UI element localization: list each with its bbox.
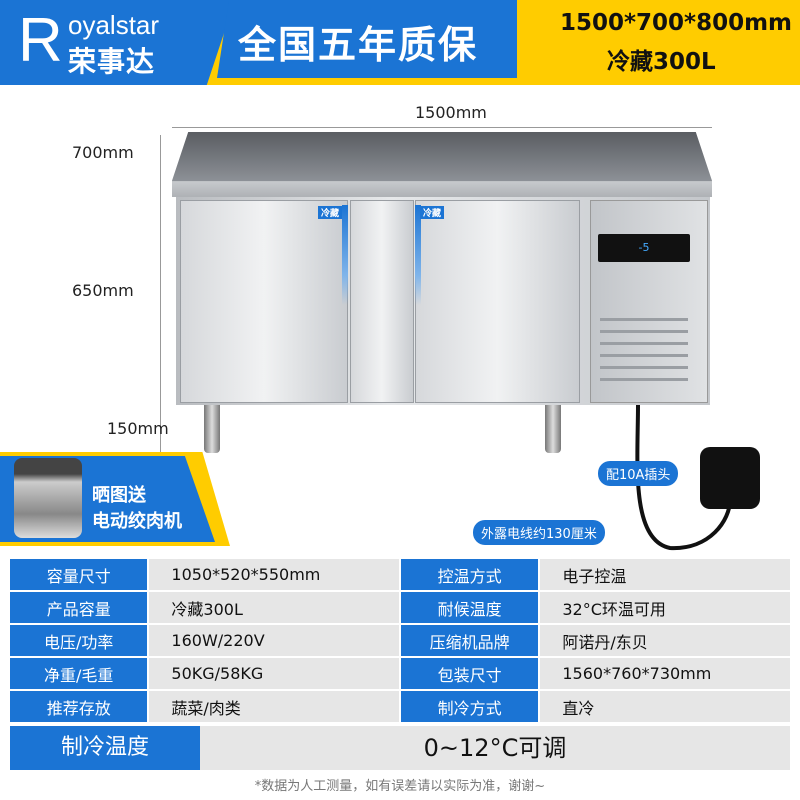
spec-label: 产品容量 (10, 592, 148, 623)
spec-label: 净重/毛重 (10, 658, 148, 689)
logo-en: oyalstar (68, 10, 160, 40)
spec-label: 推荐存放 (10, 691, 148, 722)
door-tag: 冷藏 (420, 206, 445, 219)
width-dimension-line (172, 127, 712, 128)
gift-line1: 晒图送 (92, 485, 146, 506)
logo-area (0, 0, 235, 85)
footnote: *数据为人工测量，如有误差请以实际为准，谢谢~ (254, 779, 546, 794)
left-door (180, 200, 348, 403)
power-cable (635, 404, 732, 551)
vent (600, 318, 688, 321)
spec-row: 推荐存放蔬菜/肉类制冷方式直冷 (10, 691, 790, 722)
spec-value: 阿诺丹/东贝 (540, 625, 790, 656)
leg-height-label: 150mm (107, 419, 169, 438)
depth-label: 700mm (72, 143, 134, 162)
temp-value: 0~12°C可调 (423, 734, 567, 762)
spec-value: 冷藏300L (149, 592, 399, 623)
vent (600, 366, 688, 369)
vent (600, 354, 688, 357)
warranty-slogan: 全国五年质保 (238, 23, 479, 67)
spec-value: 1560*760*730mm (540, 658, 790, 689)
spec-value: 1050*520*550mm (149, 559, 399, 590)
spec-value: 直冷 (540, 691, 790, 722)
control-panel (590, 200, 708, 403)
slogan-area (217, 0, 517, 78)
door-stripe (415, 205, 421, 305)
spec-value: 电子控温 (540, 559, 790, 590)
spec-value: 蔬菜/肉类 (149, 691, 399, 722)
fridge-worktop (172, 132, 712, 197)
spec-label: 容量尺寸 (10, 559, 148, 590)
spec-label: 电压/功率 (10, 625, 148, 656)
plug-label: 配10A插头 (598, 461, 679, 486)
spec-value: 32°C环温可用 (540, 592, 790, 623)
body-height-label: 650mm (72, 281, 134, 300)
vent (600, 330, 688, 333)
temperature-display: -5 (598, 234, 690, 262)
cable-label: 外露电线约130厘米 (473, 520, 605, 545)
meat-grinder-image (14, 458, 82, 538)
size-spec: 1500*700*800mm (560, 10, 793, 36)
spec-label: 制冷方式 (401, 691, 539, 722)
right-door (415, 200, 580, 403)
vent (600, 342, 688, 345)
logo-letter: R (18, 6, 63, 75)
door-tag: 冷藏 (318, 206, 343, 219)
spec-label: 控温方式 (401, 559, 539, 590)
spec-label: 包装尺寸 (401, 658, 539, 689)
leg (545, 405, 561, 453)
gift-line2: 电动绞肉机 (92, 511, 182, 532)
plug-socket-icon (700, 447, 760, 509)
height-dimension-line (160, 135, 161, 455)
spec-value: 160W/220V (149, 625, 399, 656)
spec-label: 压缩机品牌 (401, 625, 539, 656)
middle-panel (350, 200, 414, 403)
spec-label: 耐候温度 (401, 592, 539, 623)
capacity-spec: 冷藏300L (607, 49, 716, 75)
leg (204, 405, 220, 453)
temp-label: 制冷温度 (10, 726, 200, 770)
door-stripe (342, 205, 348, 305)
logo-cn: 荣事达 (68, 45, 156, 78)
width-label: 1500mm (415, 103, 487, 122)
vent (600, 378, 688, 381)
spec-value: 50KG/58KG (149, 658, 399, 689)
